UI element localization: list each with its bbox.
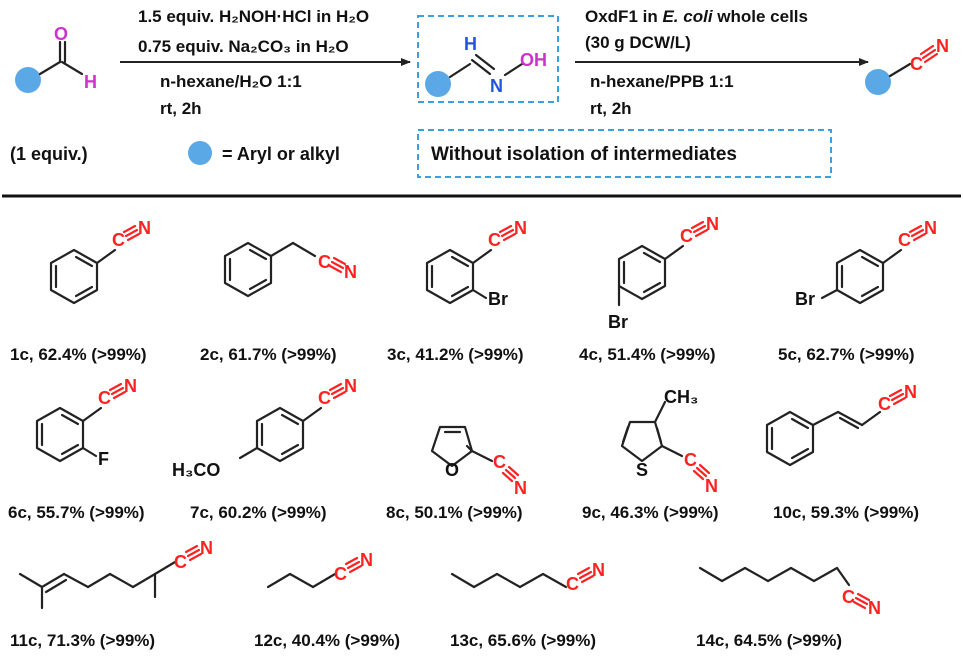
label-1c: 1c, 62.4% (>99%) xyxy=(10,345,147,364)
fluoro-atom: F xyxy=(98,449,109,469)
methyl-group: CH₃ xyxy=(664,387,698,407)
nitrile-n-atom: N xyxy=(360,550,373,570)
nitrile-c-atom: C xyxy=(910,54,923,74)
label-14c: 14c, 64.5% (>99%) xyxy=(696,631,842,650)
compound-12c: C N xyxy=(266,550,373,589)
label-3c: 3c, 41.2% (>99%) xyxy=(387,345,524,364)
compound-8c: O C N xyxy=(430,425,527,498)
aldehyde-h-atom: H xyxy=(84,72,97,92)
compound-7c: H₃CO C N xyxy=(172,376,357,480)
nitrile-c-atom: C xyxy=(878,394,891,414)
starting-aldehyde: O H xyxy=(15,24,97,93)
compound-11c: C N xyxy=(18,538,213,610)
step2-loading: (30 g DCW/L) xyxy=(585,33,691,52)
methoxy-group: H₃CO xyxy=(172,460,220,480)
isolation-text: Without isolation of intermediates xyxy=(431,144,737,165)
oxime-oh-group: OH xyxy=(520,50,547,70)
intermediate-box xyxy=(417,15,559,103)
nitrile-c-atom: C xyxy=(334,564,347,584)
nitrile-n-atom: N xyxy=(200,538,213,558)
compound-3c: Br C N xyxy=(425,218,527,309)
nitrile-n-atom: N xyxy=(705,476,718,496)
bromo-atom: Br xyxy=(795,289,815,309)
nitrile-n-atom: N xyxy=(514,218,527,238)
compound-14c: C N xyxy=(698,566,881,618)
label-8c: 8c, 50.1% (>99%) xyxy=(386,503,523,522)
compound-6c: F C N xyxy=(35,376,137,469)
nitrile-c-atom: C xyxy=(318,252,331,272)
nitrile-c-atom: C xyxy=(566,574,579,594)
nitrile-n-atom: N xyxy=(138,218,151,238)
bromo-atom: Br xyxy=(608,312,628,332)
compound-1c: C N xyxy=(49,218,151,305)
r-group-circle xyxy=(15,67,41,93)
label-13c: 13c, 65.6% (>99%) xyxy=(450,631,596,650)
step2-catalyst: OxdF1 in E. coli whole cells xyxy=(585,7,808,26)
nitrile-n-atom: N xyxy=(124,376,137,396)
nitrile-c-atom: C xyxy=(898,230,911,250)
nitrile-n-atom: N xyxy=(924,218,937,238)
step1-reagent-2: 0.75 equiv. Na₂CO₃ in H₂O xyxy=(138,37,349,56)
nitrile-c-atom: C xyxy=(842,587,855,607)
nitrile-n-atom: N xyxy=(592,560,605,580)
nitrile-n-atom: N xyxy=(514,478,527,498)
furan-o-atom: O xyxy=(445,460,459,480)
oxime-h-atom: H xyxy=(464,34,477,54)
legend-circle xyxy=(188,141,212,165)
equiv-label: (1 equiv.) xyxy=(10,144,88,164)
bromo-atom: Br xyxy=(488,289,508,309)
nitrile-n-atom: N xyxy=(936,36,949,56)
oxime-intermediate: H N OH xyxy=(417,15,559,103)
label-6c: 6c, 55.7% (>99%) xyxy=(8,503,145,522)
nitrile-c-atom: C xyxy=(488,230,501,250)
label-12c: 12c, 40.4% (>99%) xyxy=(254,631,400,650)
label-7c: 7c, 60.2% (>99%) xyxy=(190,503,327,522)
label-11c: 11c, 71.3% (>99%) xyxy=(10,631,155,650)
thiophene-s-atom: S xyxy=(636,460,648,480)
label-9c: 9c, 46.3% (>99%) xyxy=(582,503,719,522)
step1-solvent: n-hexane/H₂O 1:1 xyxy=(160,72,302,91)
r-group-circle xyxy=(865,69,891,95)
compound-9c: S CH₃ C N xyxy=(620,387,718,496)
r-group-legend: = Aryl or alkyl xyxy=(188,141,340,165)
step1-reagent-1: 1.5 equiv. H₂NOH·HCl in H₂O xyxy=(138,7,369,26)
nitrile-n-atom: N xyxy=(706,214,719,234)
isolation-note: Without isolation of intermediates xyxy=(417,129,832,178)
nitrile-c-atom: C xyxy=(98,388,111,408)
step2-conditions: OxdF1 in E. coli whole cells (30 g DCW/L… xyxy=(575,7,869,118)
oxime-n-atom: N xyxy=(490,76,503,96)
legend-text: = Aryl or alkyl xyxy=(222,144,340,164)
label-5c: 5c, 62.7% (>99%) xyxy=(778,345,915,364)
step2-time: rt, 2h xyxy=(590,99,632,118)
nitrile-n-atom: N xyxy=(904,382,917,402)
compound-10c: C N xyxy=(765,382,917,467)
compound-5c: Br C N xyxy=(795,218,937,309)
step2-solvent: n-hexane/PPB 1:1 xyxy=(590,72,734,91)
nitrile-c-atom: C xyxy=(112,230,125,250)
aldehyde-o-atom: O xyxy=(54,24,68,44)
label-4c: 4c, 51.4% (>99%) xyxy=(579,345,716,364)
nitrile-c-atom: C xyxy=(684,450,697,470)
r-group-circle xyxy=(425,71,451,97)
nitrile-n-atom: N xyxy=(868,598,881,618)
nitrile-c-atom: C xyxy=(318,388,331,408)
nitrile-n-atom: N xyxy=(344,376,357,396)
nitrile-product: C N xyxy=(865,36,949,95)
step1-conditions: 1.5 equiv. H₂NOH·HCl in H₂O 0.75 equiv. … xyxy=(120,7,411,118)
label-10c: 10c, 59.3% (>99%) xyxy=(773,503,919,522)
compound-4c: Br C N xyxy=(608,214,719,332)
nitrile-c-atom: C xyxy=(174,552,187,572)
label-2c: 2c, 61.7% (>99%) xyxy=(200,345,337,364)
compound-13c: C N xyxy=(450,560,605,594)
nitrile-c-atom: C xyxy=(493,452,506,472)
step1-time: rt, 2h xyxy=(160,99,202,118)
nitrile-c-atom: C xyxy=(680,226,693,246)
compound-2c: C N xyxy=(223,241,357,298)
nitrile-n-atom: N xyxy=(344,262,357,282)
